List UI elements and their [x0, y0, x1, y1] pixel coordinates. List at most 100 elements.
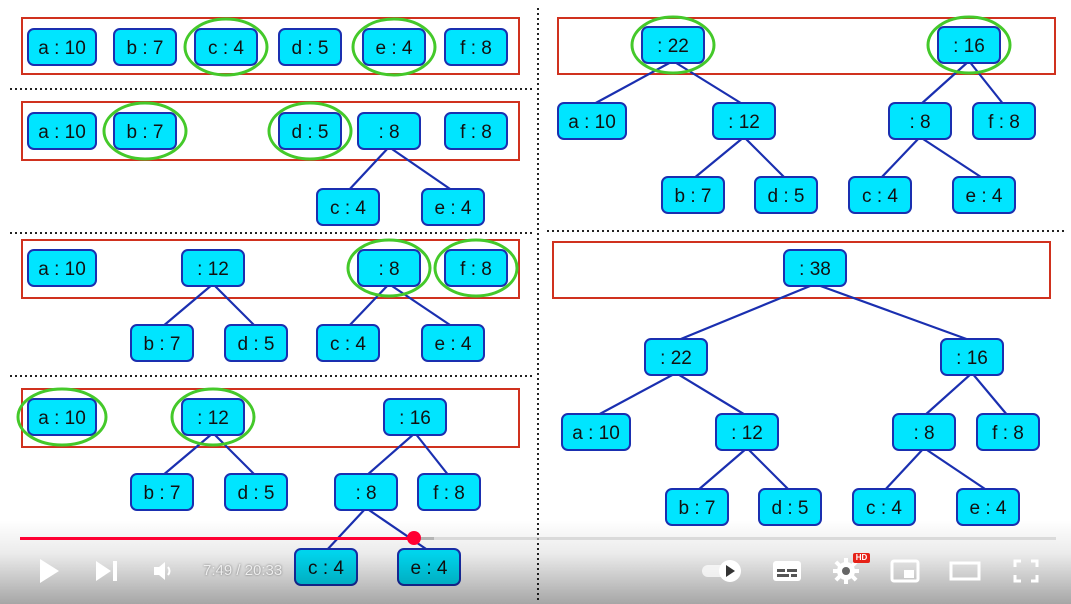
tree-node: a : 10 — [561, 413, 631, 451]
progress-bar[interactable] — [20, 531, 1056, 545]
tree-node: d : 5 — [754, 176, 818, 214]
selection-circle — [433, 238, 519, 298]
tree-node-label: b : 7 — [144, 483, 181, 504]
progress-scrubber-handle[interactable] — [407, 531, 422, 545]
tree-node-box — [952, 176, 1016, 214]
tree-node-label: e : 4 — [970, 498, 1007, 519]
tree-node: a : 10 — [27, 398, 97, 436]
tree-node-box — [754, 176, 818, 214]
tree-edge — [365, 432, 416, 477]
subtitles-button[interactable] — [771, 557, 803, 585]
tree-node: b : 7 — [113, 112, 177, 150]
tree-node-box — [113, 28, 177, 66]
tree-node: e : 4 — [421, 188, 485, 226]
tree-node: b : 7 — [661, 176, 725, 214]
tree-node: e : 4 — [421, 324, 485, 362]
tree-node: d : 5 — [224, 324, 288, 362]
tree-node-label: : 8 — [909, 112, 930, 133]
time-display: 7:49 / 20:33 — [203, 562, 283, 579]
tree-node-box — [278, 112, 342, 150]
tree-node: : 12 — [712, 102, 776, 140]
tree-node: : 8 — [888, 102, 952, 140]
tree-node: c : 4 — [294, 548, 358, 586]
tree-node-box — [444, 112, 508, 150]
tree-node-box — [892, 413, 956, 451]
theater-mode-button[interactable] — [948, 557, 982, 585]
tree-node-label: d : 5 — [238, 334, 275, 355]
tree-node-box — [362, 28, 426, 66]
tree-node-box — [224, 324, 288, 362]
tree-edge — [746, 447, 791, 492]
next-icon — [96, 561, 117, 581]
autoplay-toggle[interactable] — [700, 557, 746, 585]
selection-circle — [102, 101, 188, 161]
priority-queue-box — [557, 17, 1056, 75]
tree-node: : 38 — [783, 249, 847, 287]
tree-node-box — [665, 488, 729, 526]
volume-button[interactable] — [150, 557, 178, 585]
tree-node-box — [181, 249, 245, 287]
tree-edge — [923, 372, 973, 417]
tree-node-label: a : 10 — [572, 423, 620, 444]
tree-node-label: : 22 — [660, 348, 692, 369]
fullscreen-button[interactable] — [1011, 557, 1041, 585]
tree-node-label: : 12 — [728, 112, 760, 133]
tree-node-label: : 8 — [913, 423, 934, 444]
miniplayer-button[interactable] — [889, 557, 921, 585]
tree-edge — [971, 372, 1009, 417]
tree-node-box — [357, 249, 421, 287]
tree-edge — [325, 507, 367, 552]
tree-node-label: : 16 — [953, 36, 985, 57]
fullscreen-icon — [1013, 559, 1039, 583]
tree-node: e : 4 — [952, 176, 1016, 214]
tree-node-box — [397, 548, 461, 586]
tree-node-box — [130, 473, 194, 511]
tree-node-label: a : 10 — [568, 112, 616, 133]
tree-edge — [161, 283, 214, 328]
tree-node: b : 7 — [130, 473, 194, 511]
selection-circle — [630, 15, 716, 75]
tree-node-label: a : 10 — [38, 259, 86, 280]
next-button[interactable] — [92, 556, 122, 586]
tree-node-label: : 16 — [399, 408, 431, 429]
tree-node-label: e : 4 — [435, 198, 472, 219]
tree-node: : 8 — [892, 413, 956, 451]
tree-node-box — [712, 102, 776, 140]
tree-edge — [347, 283, 390, 328]
play-button[interactable] — [34, 556, 64, 586]
tree-edge — [675, 282, 816, 343]
tree-node: b : 7 — [665, 488, 729, 526]
tree-node: : 22 — [641, 26, 705, 64]
tree-node-box — [383, 398, 447, 436]
tree-node-box — [661, 176, 725, 214]
tree-node-box — [972, 102, 1036, 140]
tree-node: : 22 — [644, 338, 708, 376]
tree-node: : 16 — [940, 338, 1004, 376]
tree-node: f : 8 — [444, 28, 508, 66]
tree-node: : 8 — [357, 112, 421, 150]
tree-node-label: c : 4 — [866, 498, 902, 519]
tree-edge — [883, 447, 925, 492]
tree-node: : 12 — [181, 249, 245, 287]
tree-node-box — [181, 398, 245, 436]
tree-node-label: c : 4 — [330, 198, 366, 219]
priority-queue-box — [21, 101, 520, 161]
selection-circle — [926, 15, 1012, 75]
tree-node: a : 10 — [557, 102, 627, 140]
tree-edge — [347, 146, 390, 192]
tree-node-box — [421, 188, 485, 226]
tree-node-label: : 38 — [799, 259, 831, 280]
tree-node-box — [956, 488, 1020, 526]
tree-node: : 8 — [334, 473, 398, 511]
tree-edge — [388, 283, 454, 328]
selection-circle — [351, 17, 437, 77]
tree-edge — [919, 136, 985, 180]
tree-node: e : 4 — [362, 28, 426, 66]
tree-edge — [414, 432, 450, 477]
tree-node-box — [334, 473, 398, 511]
tree-edge — [161, 432, 214, 477]
tree-node-box — [557, 102, 627, 140]
tree-node: d : 5 — [278, 112, 342, 150]
tree-node: : 12 — [715, 413, 779, 451]
